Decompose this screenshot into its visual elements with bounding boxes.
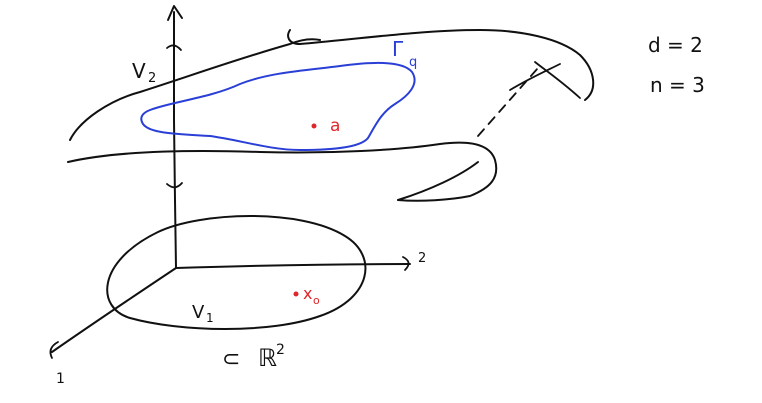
r2-symbol: ℝ — [258, 344, 277, 372]
gamma-subscript: q — [409, 55, 417, 70]
v2-label: V — [132, 59, 146, 83]
axis-2-label: 2 — [418, 251, 426, 266]
v2-subscript: 2 — [148, 71, 156, 86]
subset-symbol: ⊂ — [222, 347, 240, 372]
gamma-label: Γ — [392, 37, 404, 61]
point-a-label: a — [330, 116, 340, 136]
vertical-axis — [166, 5, 183, 269]
axis-1-label: 1 — [56, 371, 65, 387]
v1-label: V — [192, 302, 205, 323]
axis-1 — [49, 267, 177, 359]
n-equation: n = 3 — [650, 73, 705, 97]
gamma-curve — [140, 61, 416, 151]
axis-2 — [175, 256, 411, 271]
point-x0-label: x — [303, 284, 312, 303]
point-a-dot — [311, 123, 317, 129]
v1-subscript: 1 — [206, 311, 214, 325]
surface-sheet — [67, 29, 595, 202]
point-x0-subscript: o — [313, 294, 320, 307]
base-ellipse — [106, 215, 367, 330]
d-equation: d = 2 — [648, 33, 703, 57]
r2-superscript: 2 — [276, 342, 285, 358]
point-x0-dot — [293, 291, 299, 297]
